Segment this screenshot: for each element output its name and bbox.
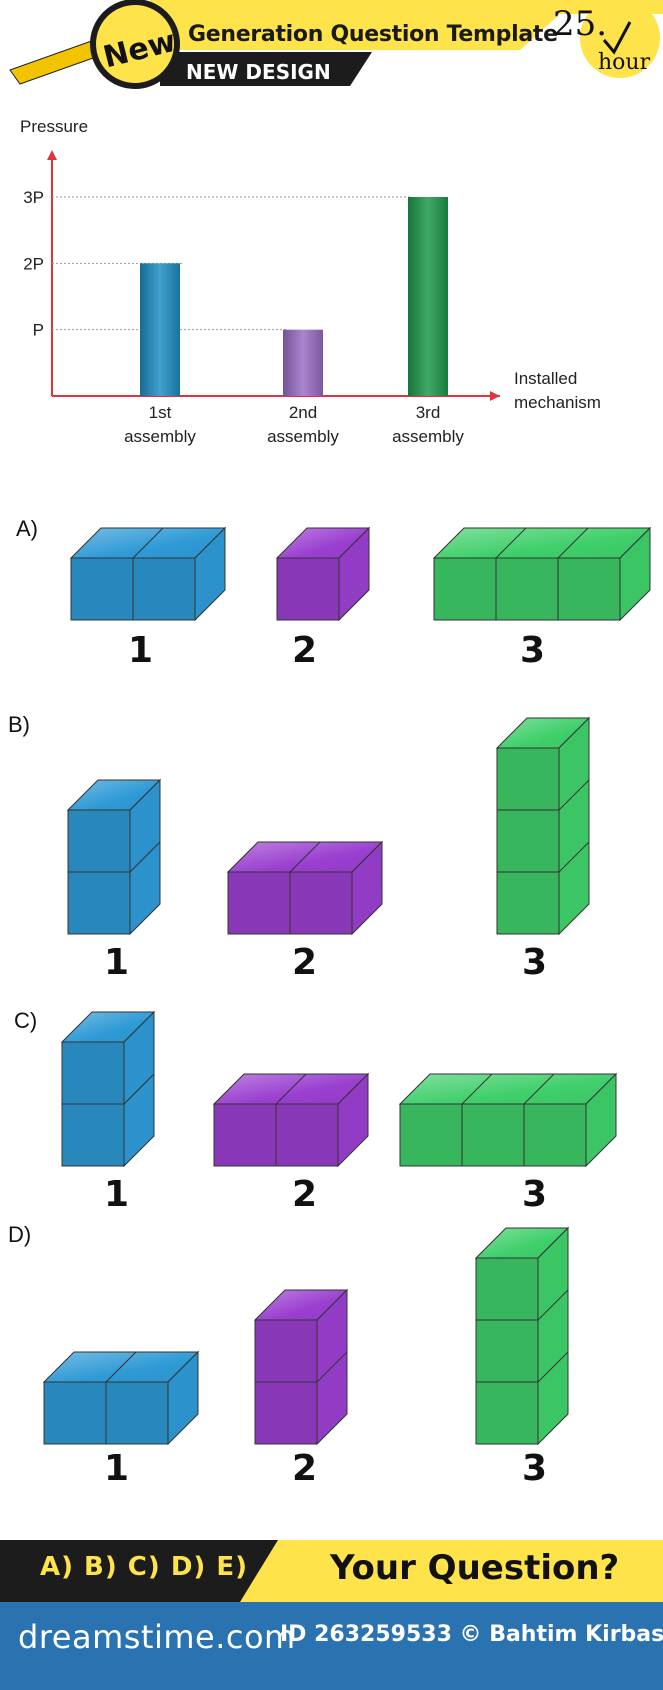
option-c-label-1: 1 xyxy=(104,1174,130,1215)
option-c-block-2 xyxy=(212,1072,370,1168)
option-b-letter: B) xyxy=(8,712,30,737)
category-label: assembly xyxy=(267,427,339,446)
x-axis-label-line: mechanism xyxy=(514,393,601,412)
bar-3 xyxy=(408,197,448,396)
hour-number: 25. xyxy=(553,4,608,44)
y-axis-label: Pressure xyxy=(20,117,88,136)
block-top xyxy=(432,527,652,559)
option-d-label-2: 2 xyxy=(292,1448,318,1489)
y-tick-label: 2P xyxy=(23,254,44,273)
option-a-label-2: 2 xyxy=(292,630,318,671)
option-d-letter: D) xyxy=(8,1222,32,1247)
option-d-label-1: 1 xyxy=(104,1448,130,1489)
option-b-block-3 xyxy=(495,716,591,936)
cube-options xyxy=(42,526,652,1446)
option-a-label-1: 1 xyxy=(128,630,154,671)
template-subtitle: NEW DESIGN xyxy=(186,60,331,84)
block-front xyxy=(475,1257,539,1445)
option-a-block-1 xyxy=(69,526,227,622)
y-tick-label: P xyxy=(33,321,44,340)
watermark-credit: ID 263259533 © Bahtim Kirbas xyxy=(280,1622,663,1647)
category-label: 1st xyxy=(149,403,172,422)
option-b-label-1: 1 xyxy=(104,942,130,983)
option-b-label-3: 3 xyxy=(522,942,548,983)
option-a-block-2 xyxy=(275,526,371,622)
template-title: Generation Question Template xyxy=(188,22,558,47)
block-top xyxy=(398,1073,618,1105)
option-d-label-3: 3 xyxy=(522,1448,548,1489)
hour-label: hour xyxy=(598,50,651,75)
your-question-text: Your Question? xyxy=(330,1548,620,1588)
option-d-block-3 xyxy=(474,1226,570,1446)
category-label: assembly xyxy=(124,427,196,446)
option-b-block-1 xyxy=(66,778,162,936)
bar-1 xyxy=(140,263,180,396)
option-c-block-1 xyxy=(60,1010,156,1168)
option-a-label-3: 3 xyxy=(520,630,546,671)
option-a-block-3 xyxy=(432,526,652,622)
bar-2 xyxy=(283,329,323,396)
block-side xyxy=(558,716,590,936)
x-axis-label-line: Installed xyxy=(514,369,577,388)
y-axis-arrow xyxy=(47,150,57,160)
x-axis-arrow xyxy=(490,391,500,401)
watermark-brand: dreamstime.com xyxy=(18,1618,296,1656)
answer-choices: A) B) C) D) E) xyxy=(40,1552,248,1582)
option-b-block-2 xyxy=(226,840,384,936)
block-front xyxy=(496,747,560,935)
option-c-label-3: 3 xyxy=(522,1174,548,1215)
option-c-label-2: 2 xyxy=(292,1174,318,1215)
block-front xyxy=(399,1103,587,1167)
footer-banner xyxy=(0,1540,663,1602)
option-d-block-2 xyxy=(253,1288,349,1446)
category-label: 3rd xyxy=(416,403,441,422)
option-c-block-3 xyxy=(398,1072,618,1168)
option-c-letter: C) xyxy=(14,1008,38,1033)
category-label: 2nd xyxy=(289,403,317,422)
option-b-label-2: 2 xyxy=(292,942,318,983)
block-front xyxy=(433,557,621,621)
block-front xyxy=(276,557,340,621)
y-tick-label: 3P xyxy=(23,188,44,207)
option-d-block-1 xyxy=(42,1350,200,1446)
block-side xyxy=(537,1226,569,1446)
category-label: assembly xyxy=(392,427,464,446)
watermark-bar xyxy=(0,1602,663,1690)
header-banner xyxy=(9,0,663,89)
option-a-letter: A) xyxy=(16,516,38,541)
